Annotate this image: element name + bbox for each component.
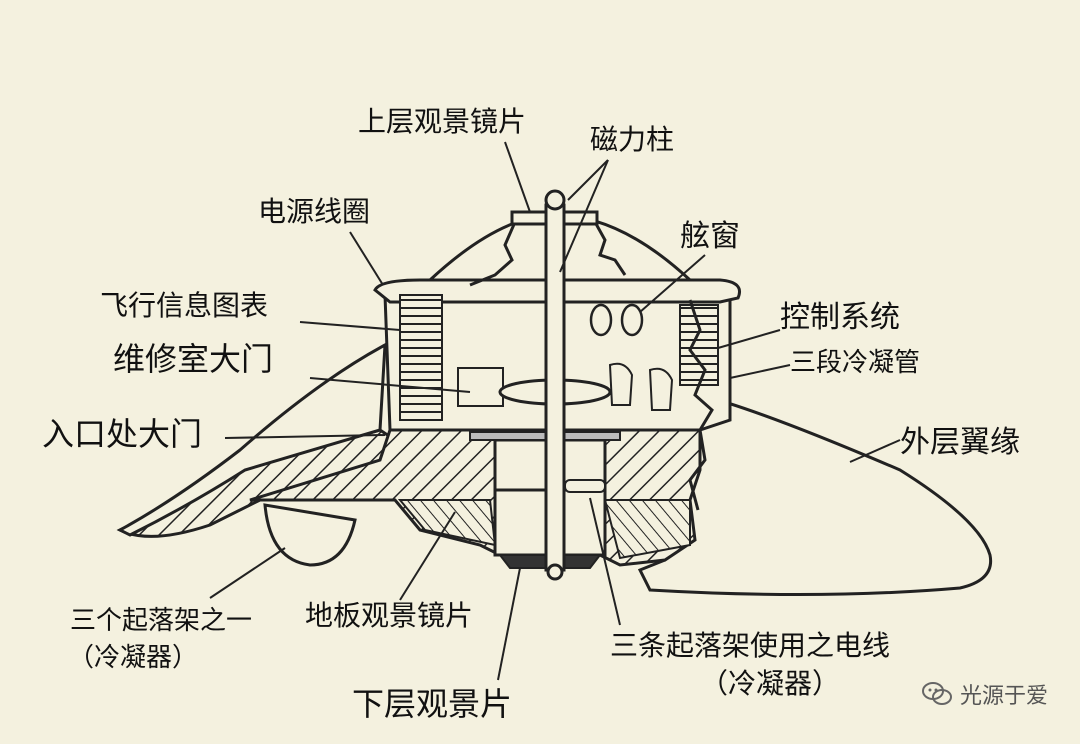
label-porthole: 舷窗 xyxy=(680,222,740,252)
label-landing-gear-2: （冷凝器） xyxy=(68,645,198,671)
label-upper-lens: 上层观景镜片 xyxy=(358,108,526,136)
label-outer-rim: 外层翼缘 xyxy=(900,428,1020,458)
label-entrance-door: 入口处大门 xyxy=(42,418,202,450)
label-maintenance-door: 维修室大门 xyxy=(113,343,273,375)
label-power-coil: 电源线圈 xyxy=(258,198,370,226)
wechat-icon xyxy=(922,681,952,707)
porthole-right xyxy=(622,305,642,335)
label-gear-wires-1: 三条起落架使用之电线 xyxy=(610,632,890,660)
watermark-text: 光源于爱 xyxy=(960,678,1048,710)
magnetic-column-shape xyxy=(546,205,564,570)
porthole-left xyxy=(591,305,611,335)
label-control-system: 控制系统 xyxy=(780,303,900,333)
label-gear-wires-2: （冷凝器） xyxy=(700,670,840,698)
label-magnetic-column: 磁力柱 xyxy=(590,126,674,154)
control-coil xyxy=(680,305,718,385)
watermark: 光源于爱 xyxy=(922,678,1048,710)
label-condenser-tubes: 三段冷凝管 xyxy=(790,350,920,376)
label-flight-chart: 飞行信息图表 xyxy=(100,292,268,320)
label-landing-gear-1: 三个起落架之一 xyxy=(70,608,252,634)
label-lower-lens: 下层观景片 xyxy=(352,688,512,720)
label-floor-lens: 地板观景镜片 xyxy=(305,602,473,630)
landing-gear-shape xyxy=(265,505,355,565)
power-coil-shape xyxy=(400,295,442,420)
